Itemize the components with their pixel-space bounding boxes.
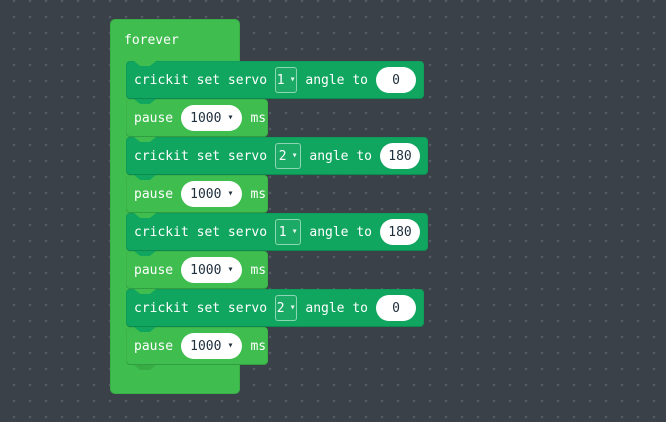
dropdown-caret-icon: ▾ — [227, 340, 234, 351]
dropdown-caret-icon: ▾ — [291, 226, 298, 237]
pause-duration-value: 1000 — [190, 186, 222, 202]
block-notch — [134, 175, 156, 180]
block-label: angle to — [305, 300, 368, 316]
crickit-set-servo-block[interactable]: crickit set servo 1 ▾ angle to 0 — [126, 61, 424, 99]
pause-duration-value: 1000 — [190, 262, 222, 278]
crickit-set-servo-block[interactable]: crickit set servo 2 ▾ angle to 0 — [126, 289, 424, 327]
block-notch — [134, 61, 156, 66]
pause-duration-dropdown[interactable]: 1000 ▾ — [181, 333, 243, 359]
block-label: pause — [134, 262, 174, 278]
block-notch — [134, 289, 156, 294]
block-label: crickit set servo — [134, 300, 268, 316]
forever-block-header[interactable]: forever — [124, 19, 179, 61]
block-label: ms — [250, 186, 267, 202]
dropdown-caret-icon: ▾ — [289, 302, 296, 313]
crickit-set-servo-block[interactable]: crickit set servo 1 ▾ angle to 180 — [126, 213, 428, 251]
servo-number-dropdown[interactable]: 2 ▾ — [275, 143, 302, 169]
block-label: crickit set servo — [134, 224, 268, 240]
block-label: pause — [134, 110, 174, 126]
block-notch — [134, 137, 156, 142]
pause-duration-dropdown[interactable]: 1000 ▾ — [181, 181, 243, 207]
servo-number-value: 1 — [276, 72, 285, 88]
block-notch — [134, 251, 156, 256]
servo-number-value: 2 — [278, 148, 287, 164]
pause-block[interactable]: pause 1000 ▾ ms — [126, 251, 268, 289]
block-label: angle to — [309, 148, 372, 164]
block-label: ms — [250, 110, 267, 126]
pause-duration-value: 1000 — [190, 338, 222, 354]
dropdown-caret-icon: ▾ — [227, 112, 234, 123]
block-label: crickit set servo — [134, 148, 268, 164]
block-label: pause — [134, 186, 174, 202]
angle-value-input[interactable]: 180 — [380, 143, 420, 169]
servo-number-dropdown[interactable]: 2 ▾ — [275, 295, 298, 321]
angle-value-input[interactable]: 180 — [380, 219, 420, 245]
crickit-set-servo-block[interactable]: crickit set servo 2 ▾ angle to 180 — [126, 137, 428, 175]
pause-block[interactable]: pause 1000 ▾ ms — [126, 175, 268, 213]
pause-block[interactable]: pause 1000 ▾ ms — [126, 327, 268, 365]
block-label: ms — [250, 262, 267, 278]
dropdown-caret-icon: ▾ — [227, 264, 234, 275]
dropdown-caret-icon: ▾ — [289, 74, 296, 85]
pause-block[interactable]: pause 1000 ▾ ms — [126, 99, 268, 137]
dropdown-caret-icon: ▾ — [227, 188, 234, 199]
block-label: ms — [250, 338, 267, 354]
block-label: pause — [134, 338, 174, 354]
pause-duration-dropdown[interactable]: 1000 ▾ — [181, 105, 243, 131]
block-notch — [134, 99, 156, 104]
angle-value-input[interactable]: 0 — [376, 67, 416, 93]
servo-number-value: 1 — [278, 224, 287, 240]
servo-number-value: 2 — [276, 300, 285, 316]
pause-duration-dropdown[interactable]: 1000 ▾ — [181, 257, 243, 283]
angle-value-input[interactable]: 0 — [376, 295, 416, 321]
block-label: angle to — [305, 72, 368, 88]
pause-duration-value: 1000 — [190, 110, 222, 126]
forever-bottom-arm-notch — [134, 365, 156, 370]
dropdown-caret-icon: ▾ — [291, 150, 298, 161]
block-label: angle to — [309, 224, 372, 240]
block-label: crickit set servo — [134, 72, 268, 88]
servo-number-dropdown[interactable]: 1 ▾ — [275, 219, 302, 245]
block-notch — [134, 213, 156, 218]
block-notch — [134, 327, 156, 332]
servo-number-dropdown[interactable]: 1 ▾ — [275, 67, 298, 93]
forever-label: forever — [124, 32, 179, 48]
